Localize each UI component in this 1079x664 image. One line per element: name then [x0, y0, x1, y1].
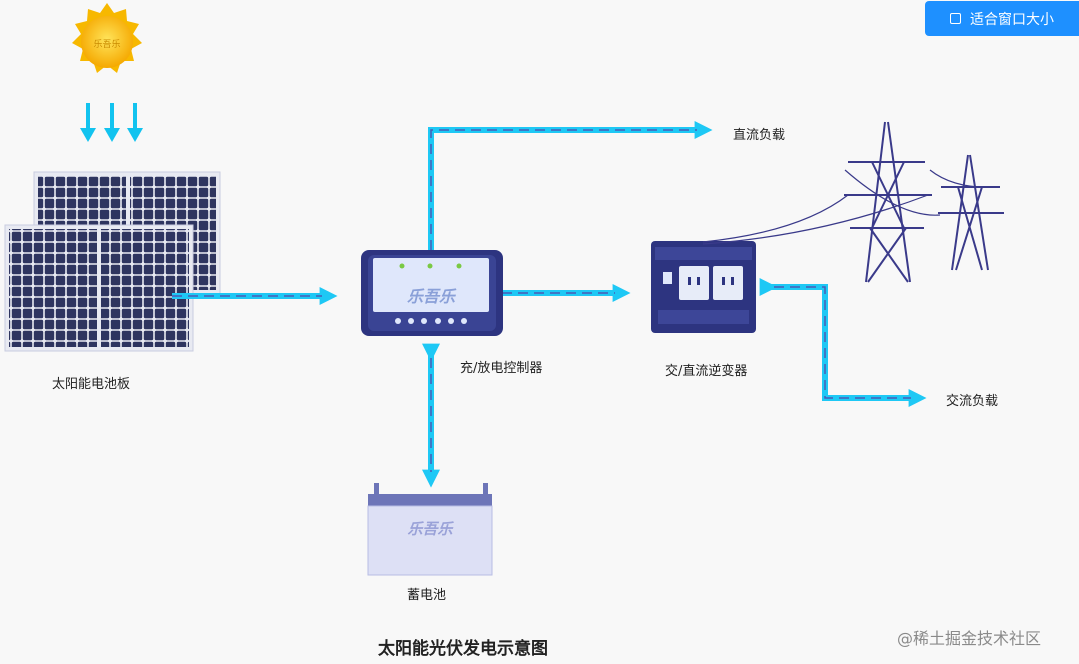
fit-window-button[interactable]: 适合窗口大小: [925, 1, 1079, 36]
sun-brand-text: 乐吾乐: [93, 38, 120, 50]
battery-label: 蓄电池: [407, 588, 447, 603]
dc-load-label: 直流负载: [733, 128, 786, 143]
controller-icon: 乐吾乐: [361, 250, 503, 336]
sunlight-arrows: [80, 103, 143, 142]
power-tower-icon: [702, 121, 1004, 283]
inverter-label: 交/直流逆变器: [665, 364, 748, 379]
ac-load-label: 交流负载: [946, 394, 999, 409]
solar-panel-label: 太阳能电池板: [52, 377, 131, 392]
watermark-text: @稀土掘金技术社区: [897, 629, 1042, 648]
battery-brand-text: 乐吾乐: [407, 520, 454, 538]
inverter-icon: [651, 241, 756, 333]
solar-panel-icon: [4, 171, 221, 352]
battery-icon: 乐吾乐: [367, 483, 493, 576]
square-icon: [950, 13, 961, 24]
flow-lines: [172, 121, 927, 488]
fit-window-label: 适合窗口大小: [970, 11, 1054, 28]
sun-icon: 乐吾乐: [72, 3, 142, 73]
controller-label: 充/放电控制器: [460, 361, 543, 376]
controller-brand-text: 乐吾乐: [407, 287, 457, 306]
diagram-title: 太阳能光伏发电示意图: [378, 639, 548, 659]
